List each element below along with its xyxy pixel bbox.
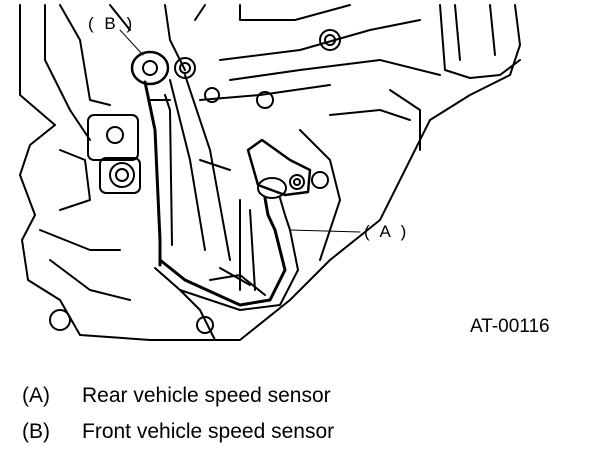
- rear-speed-sensor: [246, 138, 312, 197]
- legend-key: (A): [22, 384, 50, 407]
- leader-line-a: [289, 229, 361, 233]
- leader-line-b: [119, 29, 144, 56]
- callout-b-label: ( B ): [88, 14, 136, 33]
- legend-item-a: (A) Rear vehicle speed sensor: [22, 384, 331, 408]
- legend-key: (B): [22, 420, 50, 443]
- legend-item-b: (B) Front vehicle speed sensor: [22, 420, 334, 444]
- transmission-illustration: [19, 4, 521, 341]
- wire-harness: [158, 228, 287, 307]
- housing-outline: [19, 4, 521, 341]
- figure-id: AT-00116: [470, 316, 550, 337]
- legend-label: Front vehicle speed sensor: [82, 420, 335, 443]
- legend-label: Rear vehicle speed sensor: [82, 384, 331, 407]
- front-speed-sensor: [130, 50, 170, 86]
- callout-a-label: ( A ): [364, 222, 410, 241]
